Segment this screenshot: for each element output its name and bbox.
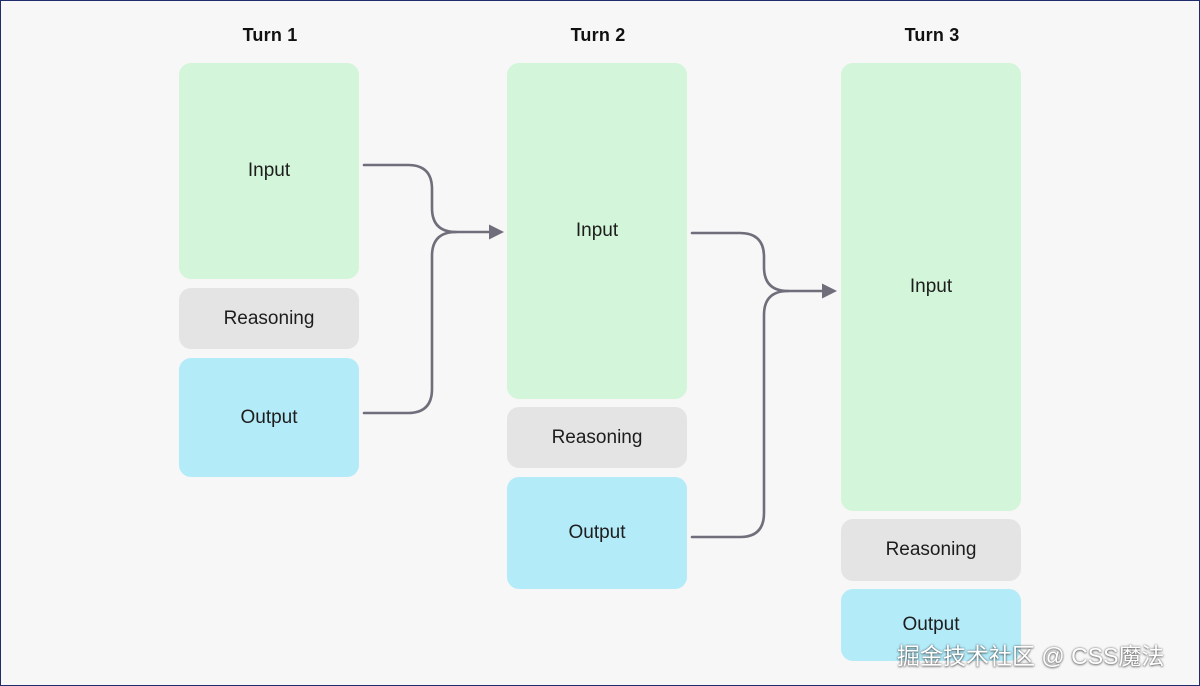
turn-2-reasoning-label: Reasoning [551, 426, 643, 448]
turn-1-reasoning-block: Reasoning [179, 288, 359, 349]
turn-3-reasoning-label: Reasoning [885, 539, 977, 560]
arrow-t1-input-to-t2 [362, 163, 493, 234]
turn-3-title: Turn 3 [904, 25, 960, 45]
turn-2-title: Turn 2 [570, 25, 626, 45]
turn-1-input-label: Input [247, 160, 291, 181]
arrowhead-turn-2 [489, 224, 504, 240]
turn-3-input-block: Input [841, 63, 1021, 511]
turn-3-output-label: Output [902, 614, 960, 635]
turn-2-input-block: Input [507, 63, 687, 399]
arrow-t1-output-to-t2 [362, 230, 458, 415]
turn-2-output-block: Output [507, 477, 687, 589]
turn-3-reasoning-block: Reasoning [841, 519, 1021, 581]
turn-1-input-block: Input [179, 63, 359, 279]
turn-1-output-block: Output [179, 358, 359, 477]
turn-2-input-label: Input [575, 220, 619, 241]
turn-1-title: Turn 1 [242, 25, 298, 45]
arrow-t2-output-to-t3 [690, 289, 790, 539]
watermark-text: 掘金技术社区 @ CSS魔法 [897, 643, 1165, 669]
turn-2-output-label: Output [568, 522, 626, 543]
turn-1-output-label: Output [240, 406, 298, 428]
arrowhead-turn-3 [822, 283, 837, 299]
turn-3-output-block: Output [841, 589, 1021, 661]
arrow-t2-input-to-t3 [690, 231, 827, 293]
turn-1-reasoning-label: Reasoning [223, 307, 315, 329]
turn-2-reasoning-block: Reasoning [507, 407, 687, 468]
turn-3-input-label: Input [909, 276, 953, 297]
